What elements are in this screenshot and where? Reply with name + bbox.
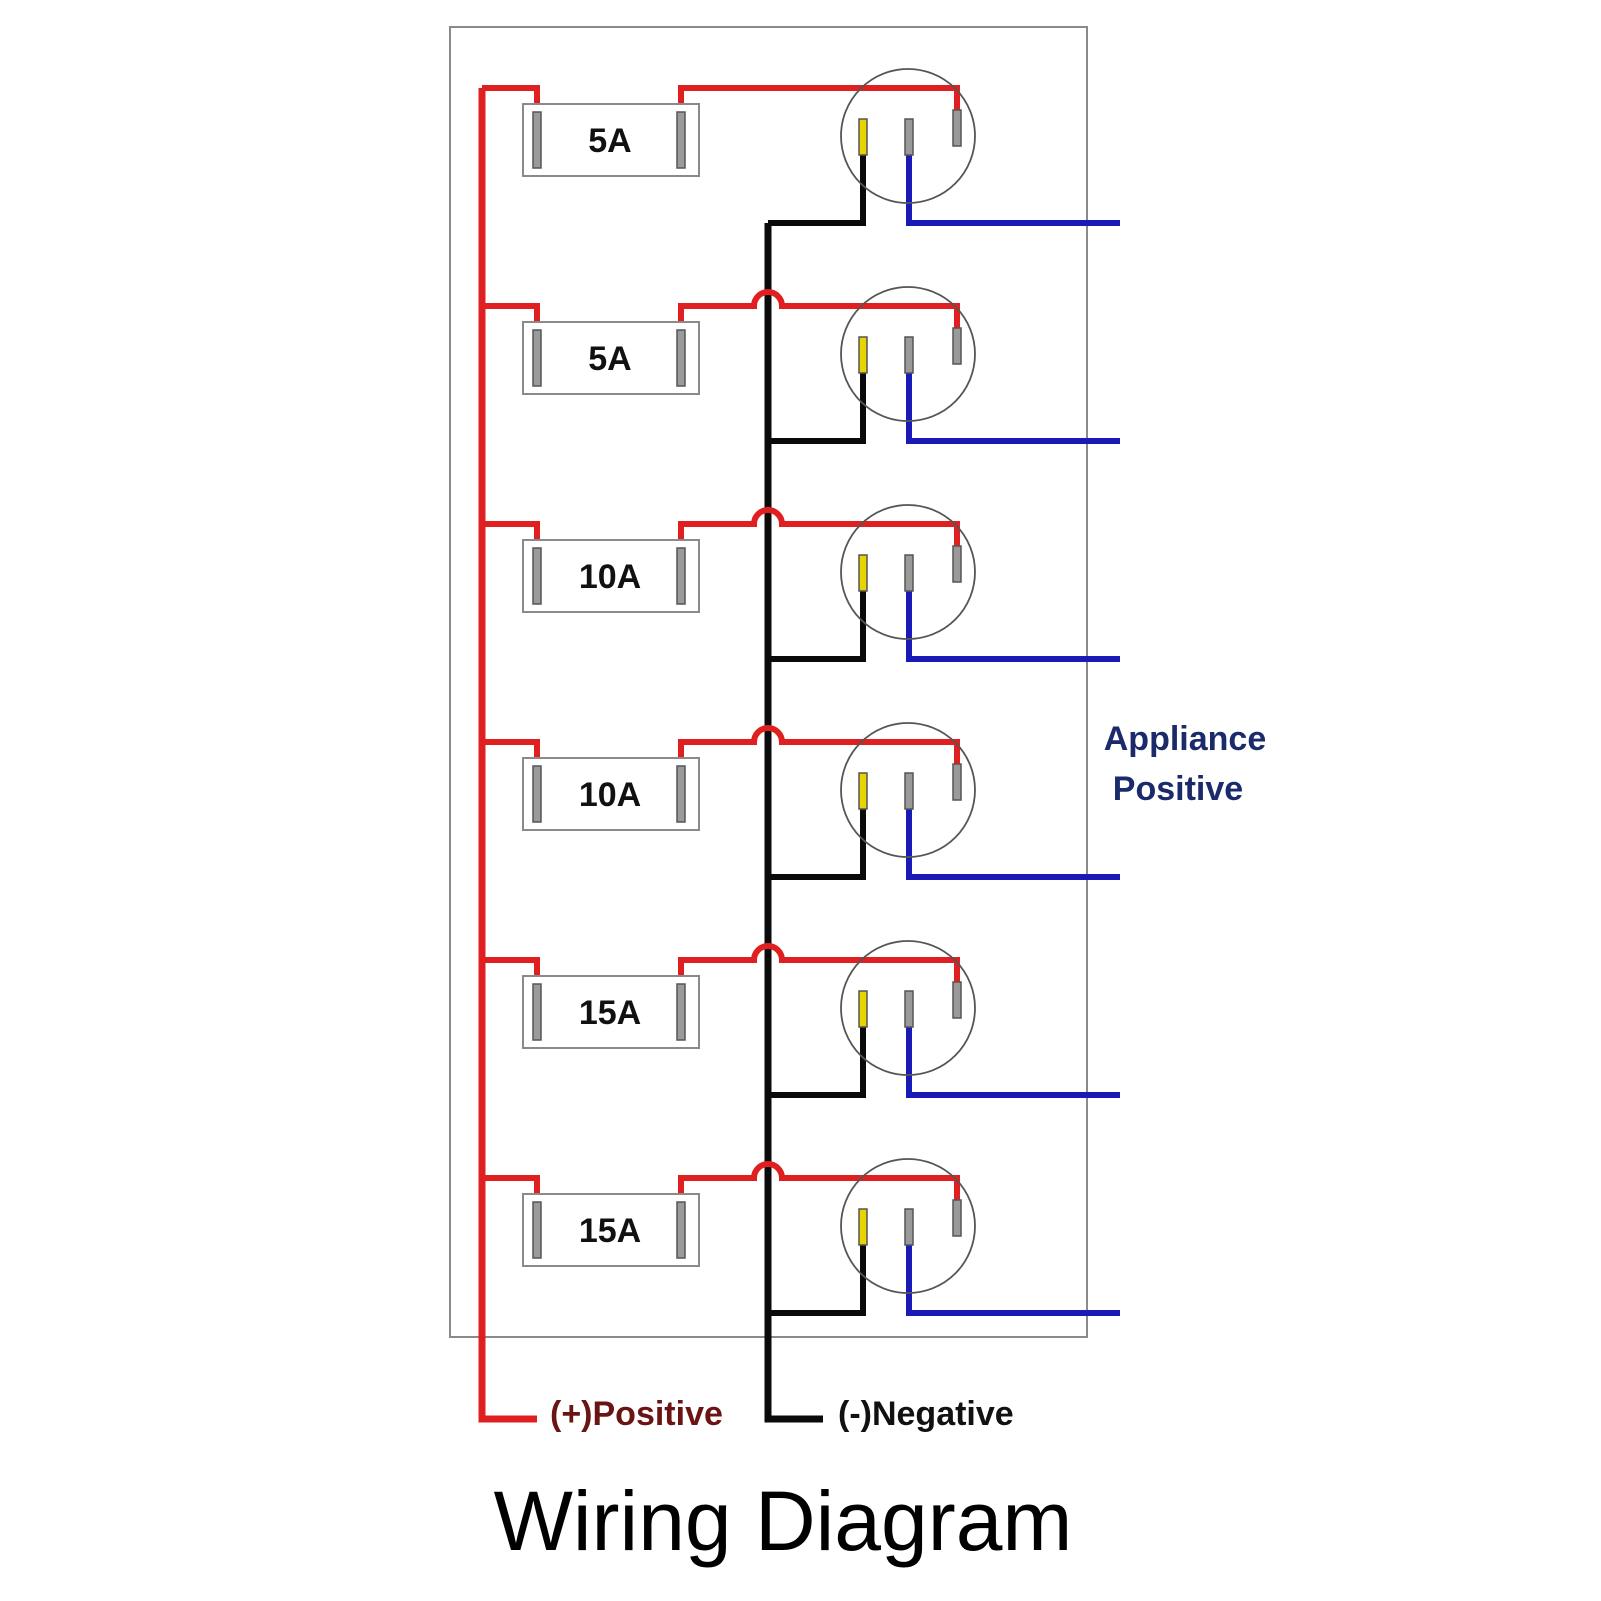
switch-yellow-pin-1 [858, 118, 868, 156]
switch-body-4 [840, 722, 976, 858]
fuse-left-pin-3 [532, 547, 542, 605]
switch-right-pin-3 [952, 545, 962, 583]
negative-wire-3 [768, 584, 866, 662]
fuse-right-pin-6 [676, 1201, 686, 1259]
fuse-rating-label-2: 5A [588, 340, 631, 378]
fuse-left-pin-2 [532, 329, 542, 387]
diagram-title: Wiring Diagram [494, 1474, 1073, 1568]
fuse-left-pin-1 [532, 111, 542, 169]
fuse-right-pin-4 [676, 765, 686, 823]
switch-middle-pin-6 [904, 1208, 914, 1246]
negative-wire-5 [768, 1020, 866, 1098]
switch-right-pin-4 [952, 763, 962, 801]
switch-middle-pin-3 [904, 554, 914, 592]
fuse-left-pin-5 [532, 983, 542, 1041]
negative-wire-2 [768, 366, 866, 444]
switch-middle-pin-1 [904, 118, 914, 156]
fuse-body-4 [522, 757, 700, 831]
fuse-rating-label-3: 10A [579, 558, 641, 596]
fuse-body-5 [522, 975, 700, 1049]
switch-yellow-pin-2 [858, 336, 868, 374]
fuse-rating-label-4: 10A [579, 776, 641, 814]
switch-right-pin-1 [952, 109, 962, 147]
switch-middle-pin-4 [904, 772, 914, 810]
switch-supply-wire-2 [678, 289, 960, 330]
switch-yellow-pin-5 [858, 990, 868, 1028]
negative-label: (-)Negative [838, 1395, 1014, 1433]
fuse-right-pin-3 [676, 547, 686, 605]
fuse-body-6 [522, 1193, 700, 1267]
negative-bus-wire [764, 223, 823, 1423]
positive-bus-wire [478, 88, 537, 1423]
appliance-positive-label-line2: Positive [1113, 770, 1243, 808]
switch-supply-wire-4 [678, 725, 960, 766]
appliance-wire-3 [906, 584, 1120, 662]
switch-body-3 [840, 504, 976, 640]
switch-supply-wire-3 [678, 507, 960, 548]
fuse-body-3 [522, 539, 700, 613]
fuse-rating-label-1: 5A [588, 122, 631, 160]
fuse-body-2 [522, 321, 700, 395]
switch-middle-pin-5 [904, 990, 914, 1028]
switch-supply-wire-5 [678, 943, 960, 984]
switch-supply-wire-6 [678, 1161, 960, 1202]
fuse-rating-label-6: 15A [579, 1212, 641, 1250]
switch-middle-pin-2 [904, 336, 914, 374]
fuse-body-1 [522, 103, 700, 177]
fuse-left-pin-6 [532, 1201, 542, 1259]
negative-wire-1 [768, 148, 866, 226]
switch-right-pin-6 [952, 1199, 962, 1237]
switch-body-5 [840, 940, 976, 1076]
fuse-rating-label-5: 15A [579, 994, 641, 1032]
appliance-wire-2 [906, 366, 1120, 444]
switch-supply-wire-1 [678, 85, 960, 112]
appliance-wire-5 [906, 1020, 1120, 1098]
appliance-positive-label-line1: Appliance [1104, 720, 1266, 758]
switch-body-6 [840, 1158, 976, 1294]
positive-label: (+)Positive [550, 1395, 723, 1433]
appliance-wire-1 [906, 148, 1120, 226]
fuse-left-pin-4 [532, 765, 542, 823]
components: 5A 5A 10A 10A 15A 15A [522, 68, 976, 1294]
fuse-right-pin-2 [676, 329, 686, 387]
switch-right-pin-2 [952, 327, 962, 365]
switch-body-2 [840, 286, 976, 422]
negative-wire-6 [768, 1238, 866, 1316]
switch-yellow-pin-3 [858, 554, 868, 592]
appliance-wire-6 [906, 1238, 1120, 1316]
switch-body-1 [840, 68, 976, 204]
fuse-right-pin-1 [676, 111, 686, 169]
fuse-right-pin-5 [676, 983, 686, 1041]
switch-yellow-pin-6 [858, 1208, 868, 1246]
appliance-wire-4 [906, 802, 1120, 880]
negative-wire-4 [768, 802, 866, 880]
switch-right-pin-5 [952, 981, 962, 1019]
switch-yellow-pin-4 [858, 772, 868, 810]
